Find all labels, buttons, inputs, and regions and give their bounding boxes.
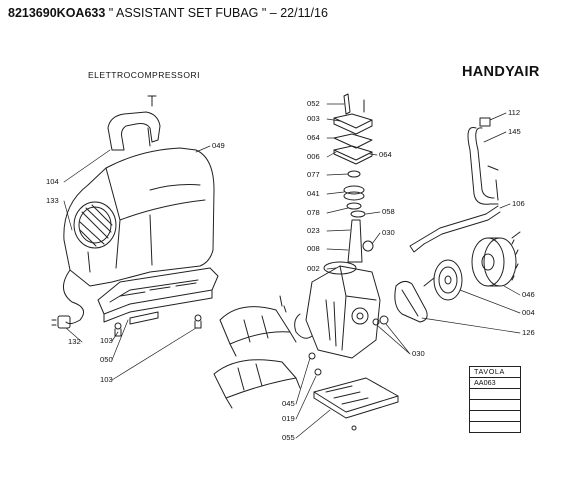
- belt: [394, 280, 428, 323]
- part-label-p078: 078: [307, 208, 320, 217]
- part-label-p045: 045: [282, 399, 295, 408]
- base-plate: [313, 377, 399, 431]
- part-label-p041: 041: [307, 189, 320, 198]
- table-row: [470, 400, 520, 411]
- part-label-p008: 008: [307, 244, 320, 253]
- table-code: AA063: [470, 378, 520, 389]
- part-label-p104: 104: [46, 177, 59, 186]
- part-label-p106: 106: [512, 199, 525, 208]
- header-code: 8213690KOA633: [8, 6, 106, 20]
- pulley-004: [423, 259, 463, 301]
- table-title: TAVOLA: [470, 367, 520, 378]
- subtitle: ELETTROCOMPRESSORI: [88, 70, 200, 80]
- base-tray: [97, 267, 219, 337]
- part-label-p003: 003: [307, 114, 320, 123]
- part-label-p133: 133: [46, 196, 59, 205]
- part-labels: 052 003 064 006 064 077 041 078 058 023 030 008 002 1…: [46, 99, 535, 442]
- part-label-p145: 145: [508, 127, 521, 136]
- part-label-p023: 023: [307, 226, 320, 235]
- part-label-p064a: 064: [307, 133, 320, 142]
- part-label-p019: 019: [282, 414, 295, 423]
- part-label-p046: 046: [522, 290, 535, 299]
- part-label-p055: 055: [282, 433, 295, 442]
- fan-washers: [308, 315, 389, 376]
- table-block: TAVOLA AA063: [469, 366, 521, 433]
- part-label-p103a: 103: [100, 336, 113, 345]
- part-label-p058: 058: [382, 207, 395, 216]
- part-label-p132: 132: [68, 337, 81, 346]
- part-label-p030a: 030: [382, 228, 395, 237]
- part-label-p126: 126: [522, 328, 535, 337]
- part-label-p050: 050: [100, 355, 113, 364]
- table-row: [470, 422, 520, 432]
- motor-body: [279, 261, 381, 359]
- brand: HANDYAIR: [462, 64, 540, 80]
- motor-shell-left: [213, 306, 301, 409]
- header: 8213690KOA633 " ASSISTANT SET FUBAG " – …: [8, 6, 328, 20]
- part-label-p006: 006: [307, 152, 320, 161]
- part-label-p064b: 064: [379, 150, 392, 159]
- screw-top: [147, 95, 157, 107]
- header-text: " ASSISTANT SET FUBAG " – 22/11/16: [105, 6, 328, 20]
- part-label-p052: 052: [307, 99, 320, 108]
- part-label-p002: 002: [307, 264, 320, 273]
- part-label-p077: 077: [307, 170, 320, 179]
- part-label-p004: 004: [522, 308, 535, 317]
- table-row: [470, 411, 520, 422]
- table-row: [470, 389, 520, 400]
- part-label-p103b: 103: [100, 375, 113, 384]
- carry-handle: [107, 111, 161, 151]
- fan-wheel-046: [471, 231, 521, 287]
- pump-head-stack: [333, 93, 374, 263]
- housing-cover: [63, 147, 215, 287]
- air-hose: [409, 117, 501, 253]
- leader-lines: [63, 103, 521, 439]
- part-label-p049: 049: [212, 141, 225, 150]
- part-label-p030b: 030: [412, 349, 425, 358]
- part-label-p112: 112: [508, 108, 520, 117]
- power-cord: [51, 269, 85, 329]
